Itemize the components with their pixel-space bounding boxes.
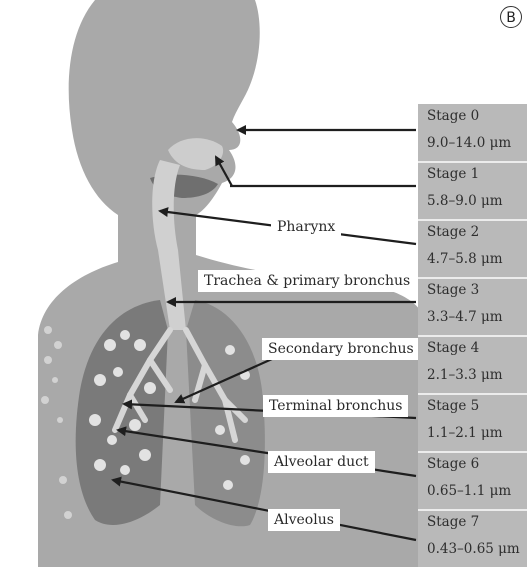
stage-row: Stage 1 5.8–9.0 μm	[418, 162, 527, 220]
stage-range: 5.8–9.0 μm	[427, 193, 503, 209]
stage-row: Stage 7 0.43–0.65 μm	[418, 510, 527, 568]
stage-name: Stage 4	[427, 340, 479, 356]
stage-range: 9.0–14.0 μm	[427, 135, 511, 151]
stage-name: Stage 5	[427, 398, 479, 414]
stage-range: 0.43–0.65 μm	[427, 541, 520, 557]
label-alveolar-duct: Alveolar duct	[268, 451, 375, 473]
stage-name: Stage 6	[427, 456, 479, 472]
panel-letter-badge: B	[500, 6, 522, 28]
stage-row: Stage 0 9.0–14.0 μm	[418, 104, 527, 162]
stage-row: Stage 4 2.1–3.3 μm	[418, 336, 527, 394]
stage-row: Stage 5 1.1–2.1 μm	[418, 394, 527, 452]
stage-name: Stage 1	[427, 166, 479, 182]
label-trachea: Trachea & primary bronchus	[198, 270, 416, 292]
stage-range: 0.65–1.1 μm	[427, 483, 511, 499]
label-terminal-bronchus: Terminal bronchus	[263, 395, 408, 417]
stage-panel: Stage 0 9.0–14.0 μm Stage 1 5.8–9.0 μm S…	[418, 104, 527, 567]
stage-row: Stage 6 0.65–1.1 μm	[418, 452, 527, 510]
stage-name: Stage 0	[427, 108, 479, 124]
stage-range: 2.1–3.3 μm	[427, 367, 503, 383]
stage-name: Stage 3	[427, 282, 479, 298]
label-secondary-bronchus: Secondary bronchus	[262, 338, 420, 360]
stage-row: Stage 3 3.3–4.7 μm	[418, 278, 527, 336]
label-alveolus: Alveolus	[268, 509, 340, 531]
stage-range: 4.7–5.8 μm	[427, 251, 503, 267]
label-pharynx: Pharynx	[271, 216, 341, 238]
stage-name: Stage 7	[427, 514, 479, 530]
stage-name: Stage 2	[427, 224, 479, 240]
stage-row: Stage 2 4.7–5.8 μm	[418, 220, 527, 278]
stage-range: 3.3–4.7 μm	[427, 309, 503, 325]
stage-range: 1.1–2.1 μm	[427, 425, 503, 441]
